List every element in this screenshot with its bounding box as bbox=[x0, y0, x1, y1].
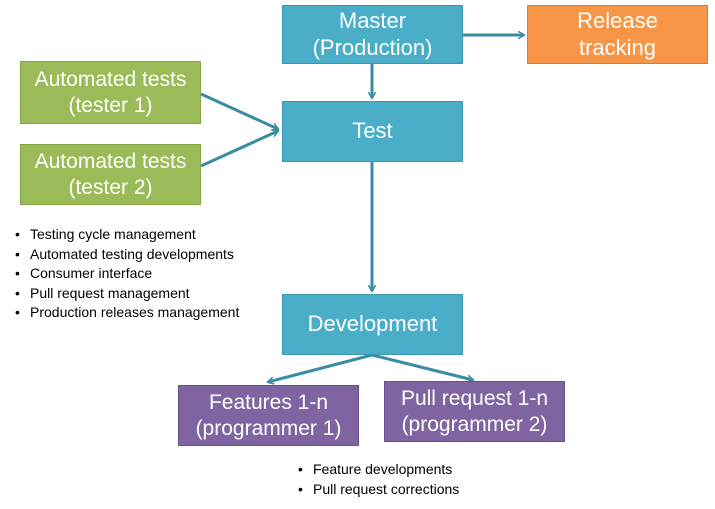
list-item: Feature developments bbox=[298, 460, 459, 480]
test-label: Test bbox=[352, 118, 393, 144]
features-label: Features 1-n bbox=[208, 391, 329, 415]
release-tracking-node: Release tracking bbox=[527, 5, 708, 64]
tester1-sublabel: (tester 1) bbox=[68, 93, 153, 117]
list-item: Pull request corrections bbox=[298, 480, 459, 500]
automated-tests-tester1-node: Automated tests (tester 1) bbox=[20, 61, 201, 124]
master-label: Master bbox=[338, 8, 407, 34]
list-item: Production releases management bbox=[15, 303, 239, 323]
features-sublabel: (programmer 1) bbox=[195, 416, 342, 440]
programmer-responsibilities-list: Feature developments Pull request correc… bbox=[298, 460, 459, 499]
automated-tests-tester2-node: Automated tests (tester 2) bbox=[20, 144, 201, 205]
list-item: Pull request management bbox=[15, 284, 239, 304]
arrow-tester1-to-test bbox=[200, 92, 278, 129]
tester2-sublabel: (tester 2) bbox=[68, 175, 153, 199]
tester-responsibilities-list: Testing cycle management Automated testi… bbox=[15, 225, 239, 323]
arrow-tester2-to-test bbox=[200, 131, 278, 168]
list-item: Consumer interface bbox=[15, 264, 239, 284]
pullrequest-label: Pull request 1-n bbox=[400, 387, 549, 411]
list-item: Testing cycle management bbox=[15, 225, 239, 245]
arrow-development-to-features bbox=[268, 353, 373, 382]
test-node: Test bbox=[282, 101, 463, 162]
master-sublabel: (Production) bbox=[312, 34, 433, 60]
release-label-line1: Release bbox=[577, 8, 658, 34]
development-label: Development bbox=[307, 311, 438, 337]
pull-request-programmer2-node: Pull request 1-n (programmer 2) bbox=[384, 381, 565, 442]
arrow-development-to-pullrequest bbox=[371, 353, 473, 380]
master-production-node: Master (Production) bbox=[282, 5, 463, 64]
pullrequest-sublabel: (programmer 2) bbox=[401, 412, 548, 436]
tester2-label: Automated tests bbox=[34, 150, 187, 174]
release-label-line2: tracking bbox=[578, 34, 657, 60]
development-node: Development bbox=[282, 294, 463, 355]
features-programmer1-node: Features 1-n (programmer 1) bbox=[178, 385, 359, 446]
tester1-label: Automated tests bbox=[34, 68, 187, 92]
list-item: Automated testing developments bbox=[15, 245, 239, 265]
